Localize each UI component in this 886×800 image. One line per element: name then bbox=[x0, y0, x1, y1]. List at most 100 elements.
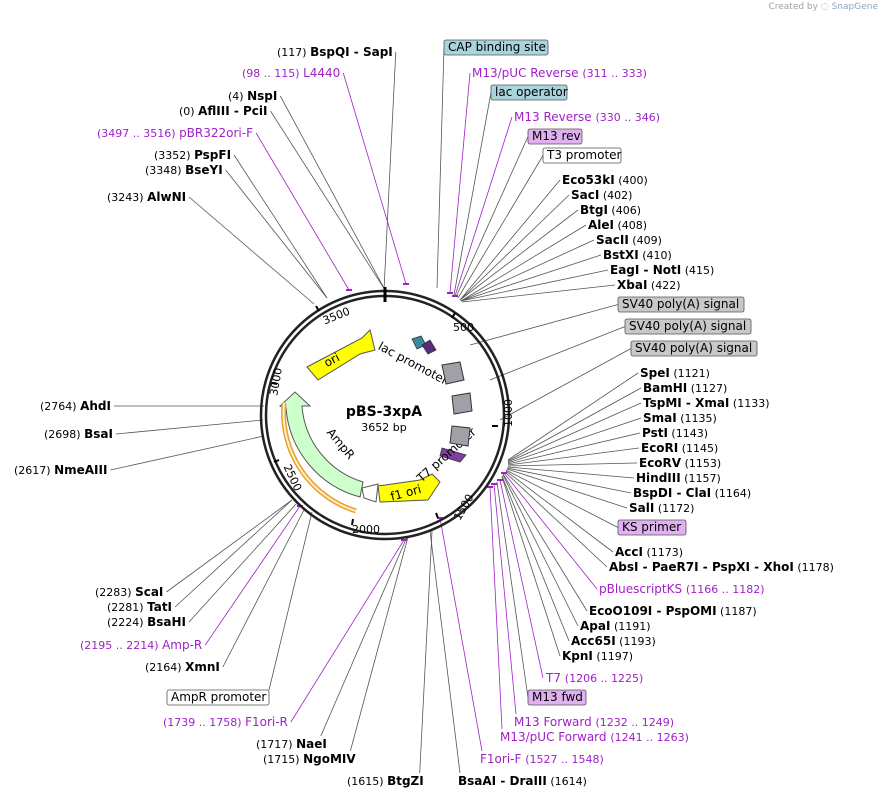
leader-line bbox=[449, 72, 471, 294]
leader-line bbox=[503, 472, 598, 590]
leader-line bbox=[507, 432, 641, 465]
enzyme-name: EcoRI bbox=[641, 441, 678, 455]
primer-range: (1232 .. 1249) bbox=[596, 716, 675, 729]
label-amprprom: AmpR promoter bbox=[166, 689, 270, 706]
leader-line bbox=[174, 499, 293, 608]
leader-line bbox=[459, 209, 579, 301]
primer-range: (311 .. 333) bbox=[582, 67, 647, 80]
site-position: (117) bbox=[277, 46, 310, 59]
leader-line bbox=[459, 194, 570, 301]
enzyme-name: Eco53kI bbox=[562, 173, 615, 187]
leader-line bbox=[507, 447, 640, 466]
primer-name: pBR322ori-F bbox=[179, 126, 253, 140]
primer-name: M13 Reverse bbox=[514, 110, 596, 124]
site-position: (1717) bbox=[256, 738, 296, 751]
leader-line bbox=[505, 469, 619, 528]
label-alwni: (3243) AlwNI bbox=[107, 190, 186, 204]
feature-box bbox=[624, 318, 752, 335]
primer-name: F1ori-F bbox=[480, 752, 525, 766]
feature-name: SV40 poly(A) signal bbox=[629, 319, 746, 333]
primer-name: Amp-R bbox=[162, 638, 202, 652]
primer-range: (98 .. 115) bbox=[242, 67, 303, 80]
site-position: (1614) bbox=[547, 775, 587, 788]
tick-label: 3000 bbox=[267, 367, 285, 397]
leader-line bbox=[507, 462, 638, 467]
enzyme-name: SacI bbox=[571, 188, 599, 202]
tick-label: 2000 bbox=[352, 523, 380, 536]
enzyme-name: SpeI bbox=[640, 366, 670, 380]
feature-name: SV40 poly(A) signal bbox=[622, 297, 739, 311]
enzyme-name: AhdI bbox=[80, 399, 111, 413]
primer-name: pBluescriptKS bbox=[599, 582, 686, 596]
enzyme-separator: - bbox=[652, 604, 665, 618]
enzyme-name: BsaHI bbox=[147, 615, 186, 629]
enzyme-name: NspI bbox=[247, 89, 277, 103]
enzyme-label: (2764) AhdI bbox=[40, 399, 111, 413]
enzyme-name: BseYI bbox=[185, 163, 223, 177]
leader-line bbox=[504, 471, 608, 568]
label-afliii: (0) AflIII - PciI bbox=[179, 104, 268, 118]
primer-label: M13/pUC Forward (1241 .. 1263) bbox=[500, 730, 689, 744]
feature-box bbox=[630, 340, 758, 357]
leader-line bbox=[501, 476, 561, 657]
enzyme-label: HindIII (1157) bbox=[636, 471, 721, 485]
enzyme-label: (3348) BseYI bbox=[145, 163, 223, 177]
primer-label: M13/pUC Reverse (311 .. 333) bbox=[472, 66, 647, 80]
site-position: (1615) bbox=[347, 775, 387, 788]
leader-line bbox=[419, 530, 433, 774]
label-ecori: EcoRI (1145) bbox=[641, 441, 718, 455]
site-position: (3243) bbox=[107, 191, 147, 204]
feature-name: SV40 poly(A) signal bbox=[635, 341, 752, 355]
label-hindiii: HindIII (1157) bbox=[636, 471, 721, 485]
enzyme-separator: - bbox=[682, 396, 695, 410]
leader-line bbox=[290, 539, 405, 723]
enzyme-label: (117) BspQI - SapI bbox=[277, 45, 393, 59]
site-position: (3352) bbox=[154, 149, 194, 162]
enzyme-name: NotI bbox=[653, 263, 682, 277]
enzyme-name: EcoRV bbox=[639, 456, 682, 470]
leader-line bbox=[507, 466, 635, 479]
leader-line bbox=[505, 470, 614, 553]
feature-lac-promoter: lac promoter bbox=[376, 335, 450, 388]
enzyme-name: XhoI bbox=[763, 560, 794, 574]
label-bseyi: (3348) BseYI bbox=[145, 163, 223, 177]
feature-name: CAP binding site bbox=[448, 40, 546, 54]
label-saci: SacI (402) bbox=[571, 188, 632, 202]
enzyme-separator: - bbox=[496, 774, 509, 788]
leader-line bbox=[225, 169, 328, 299]
label-smai: SmaI (1135) bbox=[643, 411, 717, 425]
primer-range: (1527 .. 1548) bbox=[525, 753, 604, 766]
label-absi: AbsI - PaeR7I - PspXI - XhoI (1178) bbox=[609, 560, 834, 574]
enzyme-name: HindIII bbox=[636, 471, 681, 485]
leader-line bbox=[383, 51, 397, 291]
label-spei: SpeI (1121) bbox=[640, 366, 710, 380]
site-position: (422) bbox=[647, 279, 680, 292]
leader-line bbox=[507, 372, 639, 461]
snapgene-logo-icon: ◌ bbox=[820, 2, 829, 12]
primer-range: (330 .. 346) bbox=[596, 111, 661, 124]
label-scai: (2283) ScaI bbox=[95, 585, 163, 599]
primer-label: (1739 .. 1758) F1ori-R bbox=[163, 715, 288, 729]
feature-box bbox=[166, 689, 270, 706]
label-ahdi: (2764) AhdI bbox=[40, 399, 111, 413]
label-f1orif: F1ori-F (1527 .. 1548) bbox=[480, 752, 604, 766]
site-position: (408) bbox=[614, 219, 647, 232]
site-position: (1133) bbox=[729, 397, 769, 410]
enzyme-label: SmaI (1135) bbox=[643, 411, 717, 425]
site-position: (1143) bbox=[668, 427, 708, 440]
site-position: (1153) bbox=[681, 457, 721, 470]
label-bspqi: (117) BspQI - SapI bbox=[277, 45, 393, 59]
enzyme-name: BstXI bbox=[603, 248, 639, 262]
feature-box bbox=[443, 39, 549, 56]
site-position: (1121) bbox=[670, 367, 710, 380]
label-ampr: (2195 .. 2214) Amp-R bbox=[80, 638, 202, 652]
site-position: (4) bbox=[228, 90, 247, 103]
enzyme-name: BtgZI bbox=[387, 774, 424, 788]
leader-line bbox=[439, 517, 483, 752]
label-l4440: (98 .. 115) L4440 bbox=[242, 66, 340, 80]
label-leader-lines bbox=[110, 47, 642, 774]
label-pbr322: (3497 .. 3516) pBR322ori-F bbox=[97, 126, 253, 140]
enzyme-label: (1715) NgoMIV bbox=[263, 752, 356, 766]
site-position: (2698) bbox=[44, 428, 84, 441]
label-acc65i: Acc65I (1193) bbox=[571, 634, 656, 648]
